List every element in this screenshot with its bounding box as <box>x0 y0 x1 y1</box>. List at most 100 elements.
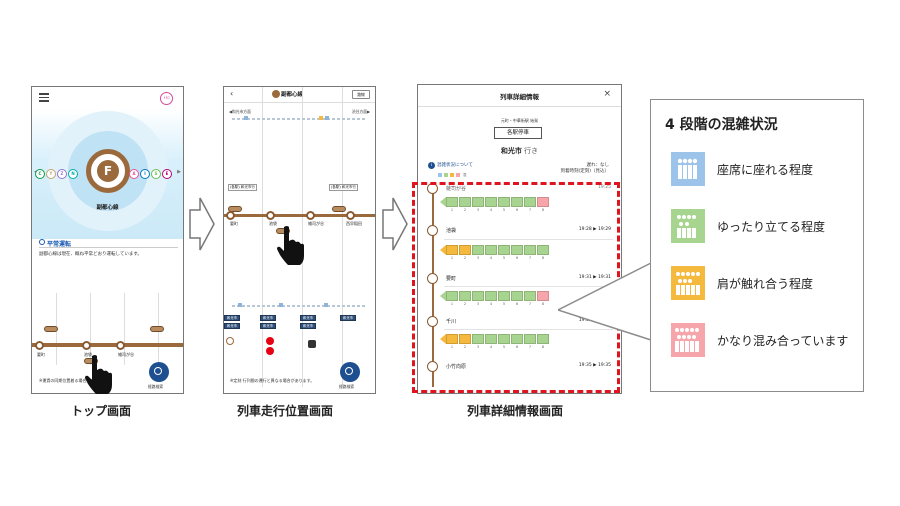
legend-square <box>456 173 460 177</box>
line-f-badge[interactable]: F <box>86 149 130 193</box>
station-label: 要町 <box>37 352 45 357</box>
station-label: 池袋 <box>84 352 92 357</box>
train-car <box>485 245 497 255</box>
line-chip-c[interactable]: C <box>35 169 45 179</box>
delay-info: 遅れ：なし 到着時刻(定刻)（見込） <box>560 163 609 175</box>
grid-line <box>124 293 125 365</box>
destination-suffix: 行き <box>521 147 539 155</box>
train-car <box>446 291 458 301</box>
line-track <box>32 343 183 347</box>
car-number: 2 <box>463 345 467 349</box>
train-dest-tag[interactable]: 和光市 <box>260 315 276 321</box>
close-icon[interactable]: × <box>603 89 611 99</box>
divider <box>39 247 178 248</box>
train-label[interactable]: (各駅) 和光市行 <box>329 184 358 191</box>
line-chip-y[interactable]: Y <box>46 169 56 179</box>
train-car <box>524 197 536 207</box>
station-marker[interactable] <box>82 341 91 350</box>
mini-line-map[interactable]: 要町 池袋 雑司が谷 <box>32 293 183 365</box>
legend-label: 混 <box>463 173 467 177</box>
line-m-icon <box>266 337 274 345</box>
detail-title: 列車詳細情報 <box>500 93 539 101</box>
car-number: 3 <box>476 302 480 306</box>
station-marker[interactable] <box>116 341 125 350</box>
car-number: 3 <box>476 256 480 260</box>
car-number: 1 <box>450 256 454 260</box>
train-car <box>537 291 549 301</box>
train-dot <box>279 303 283 307</box>
footnote: ※定刻 行列間の運行と異なる場合があります。 <box>230 378 315 383</box>
next-line-chevron-icon[interactable]: ▶ <box>177 169 181 175</box>
train-marker[interactable] <box>332 206 346 212</box>
car-number: 6 <box>515 302 519 306</box>
train-marker[interactable] <box>150 326 164 332</box>
route-map-button[interactable]: 路線 <box>352 90 370 99</box>
station-time: 19:31 ▶ 19:31 <box>578 275 611 280</box>
train-marker[interactable] <box>84 358 98 364</box>
station-marker <box>427 316 438 327</box>
station-marker[interactable] <box>35 341 44 350</box>
train-car <box>459 245 471 255</box>
car-number: 5 <box>502 302 506 306</box>
train-dest-tag[interactable]: 和光市 <box>224 315 240 321</box>
train-dest-tag[interactable]: 和光市 <box>340 315 356 321</box>
train-dest-tag[interactable]: 和光市 <box>300 315 316 321</box>
train-car <box>524 291 536 301</box>
car-number: 4 <box>489 302 493 306</box>
line-track <box>224 214 375 217</box>
line-chip-e[interactable]: E <box>162 169 172 179</box>
delay-text: 遅れ：なし <box>586 163 610 168</box>
operation-status-title: 平常運転 <box>47 241 72 248</box>
seat-available-icon <box>671 152 705 186</box>
station-marker[interactable] <box>306 211 315 220</box>
car-number: 1 <box>450 345 454 349</box>
train-dot <box>244 116 248 120</box>
car-number: 5 <box>502 256 506 260</box>
operation-status-text: 副都心線は現在、概ね平常どおり運転しています。 <box>39 252 142 257</box>
callout-pointer <box>558 262 652 341</box>
hamburger-menu-icon[interactable] <box>39 93 49 104</box>
station-name: 雑司が谷 <box>446 186 467 192</box>
station-name: 池袋 <box>446 228 457 234</box>
route-search-button[interactable] <box>340 362 360 382</box>
train-nose <box>440 245 446 255</box>
train-dest-tag[interactable]: 和光市 <box>224 323 240 329</box>
line-chip-i[interactable]: I <box>140 169 150 179</box>
flow-arrow-icon <box>382 197 408 251</box>
line-chip-a[interactable]: A <box>129 169 139 179</box>
car-number: 5 <box>502 345 506 349</box>
station-time: 19:28 ▶ 19:29 <box>578 227 611 232</box>
station-marker[interactable] <box>266 211 275 220</box>
car-number: 3 <box>476 345 480 349</box>
info-icon[interactable]: i <box>428 162 435 169</box>
station-marker[interactable] <box>346 211 355 220</box>
top-screen-phone: ﾒﾄﾛ F 副都心線 ◀ ▶ C Y Z N A I S E 平常運転 副都心線… <box>31 86 184 394</box>
back-chevron-icon[interactable]: ‹ <box>230 89 234 98</box>
line-chip-z[interactable]: Z <box>57 169 67 179</box>
train-marker-selected[interactable] <box>276 228 290 234</box>
car-number: 4 <box>489 345 493 349</box>
train-car <box>498 291 510 301</box>
station-name: 千川 <box>446 319 457 325</box>
station-marker[interactable] <box>226 211 235 220</box>
metro-badge-icon[interactable]: ﾒﾄﾛ <box>160 92 173 105</box>
train-car <box>472 197 484 207</box>
route-search-button[interactable] <box>149 362 169 382</box>
pointing-hand-icon <box>277 226 304 265</box>
train-dot <box>324 303 328 307</box>
line-chip-n[interactable]: N <box>68 169 78 179</box>
train-marker[interactable] <box>44 326 58 332</box>
car-number: 6 <box>515 208 519 212</box>
train-dest-tag[interactable]: 和光市 <box>300 323 316 329</box>
line-chip-s[interactable]: S <box>151 169 161 179</box>
car-number: 5 <box>502 208 506 212</box>
train-dest-tag[interactable]: 和光市 <box>260 323 276 329</box>
car-number: 6 <box>515 345 519 349</box>
station-marker <box>427 361 438 372</box>
train-marker[interactable] <box>228 206 242 212</box>
train-car <box>472 334 484 344</box>
train-label[interactable]: (各駅) 和光市行 <box>228 184 257 191</box>
arrival-header: 到着時刻(定刻)（見込） <box>560 169 609 174</box>
congestion-info-link[interactable]: 混雑状況について <box>437 163 473 168</box>
grid-line <box>90 293 91 365</box>
